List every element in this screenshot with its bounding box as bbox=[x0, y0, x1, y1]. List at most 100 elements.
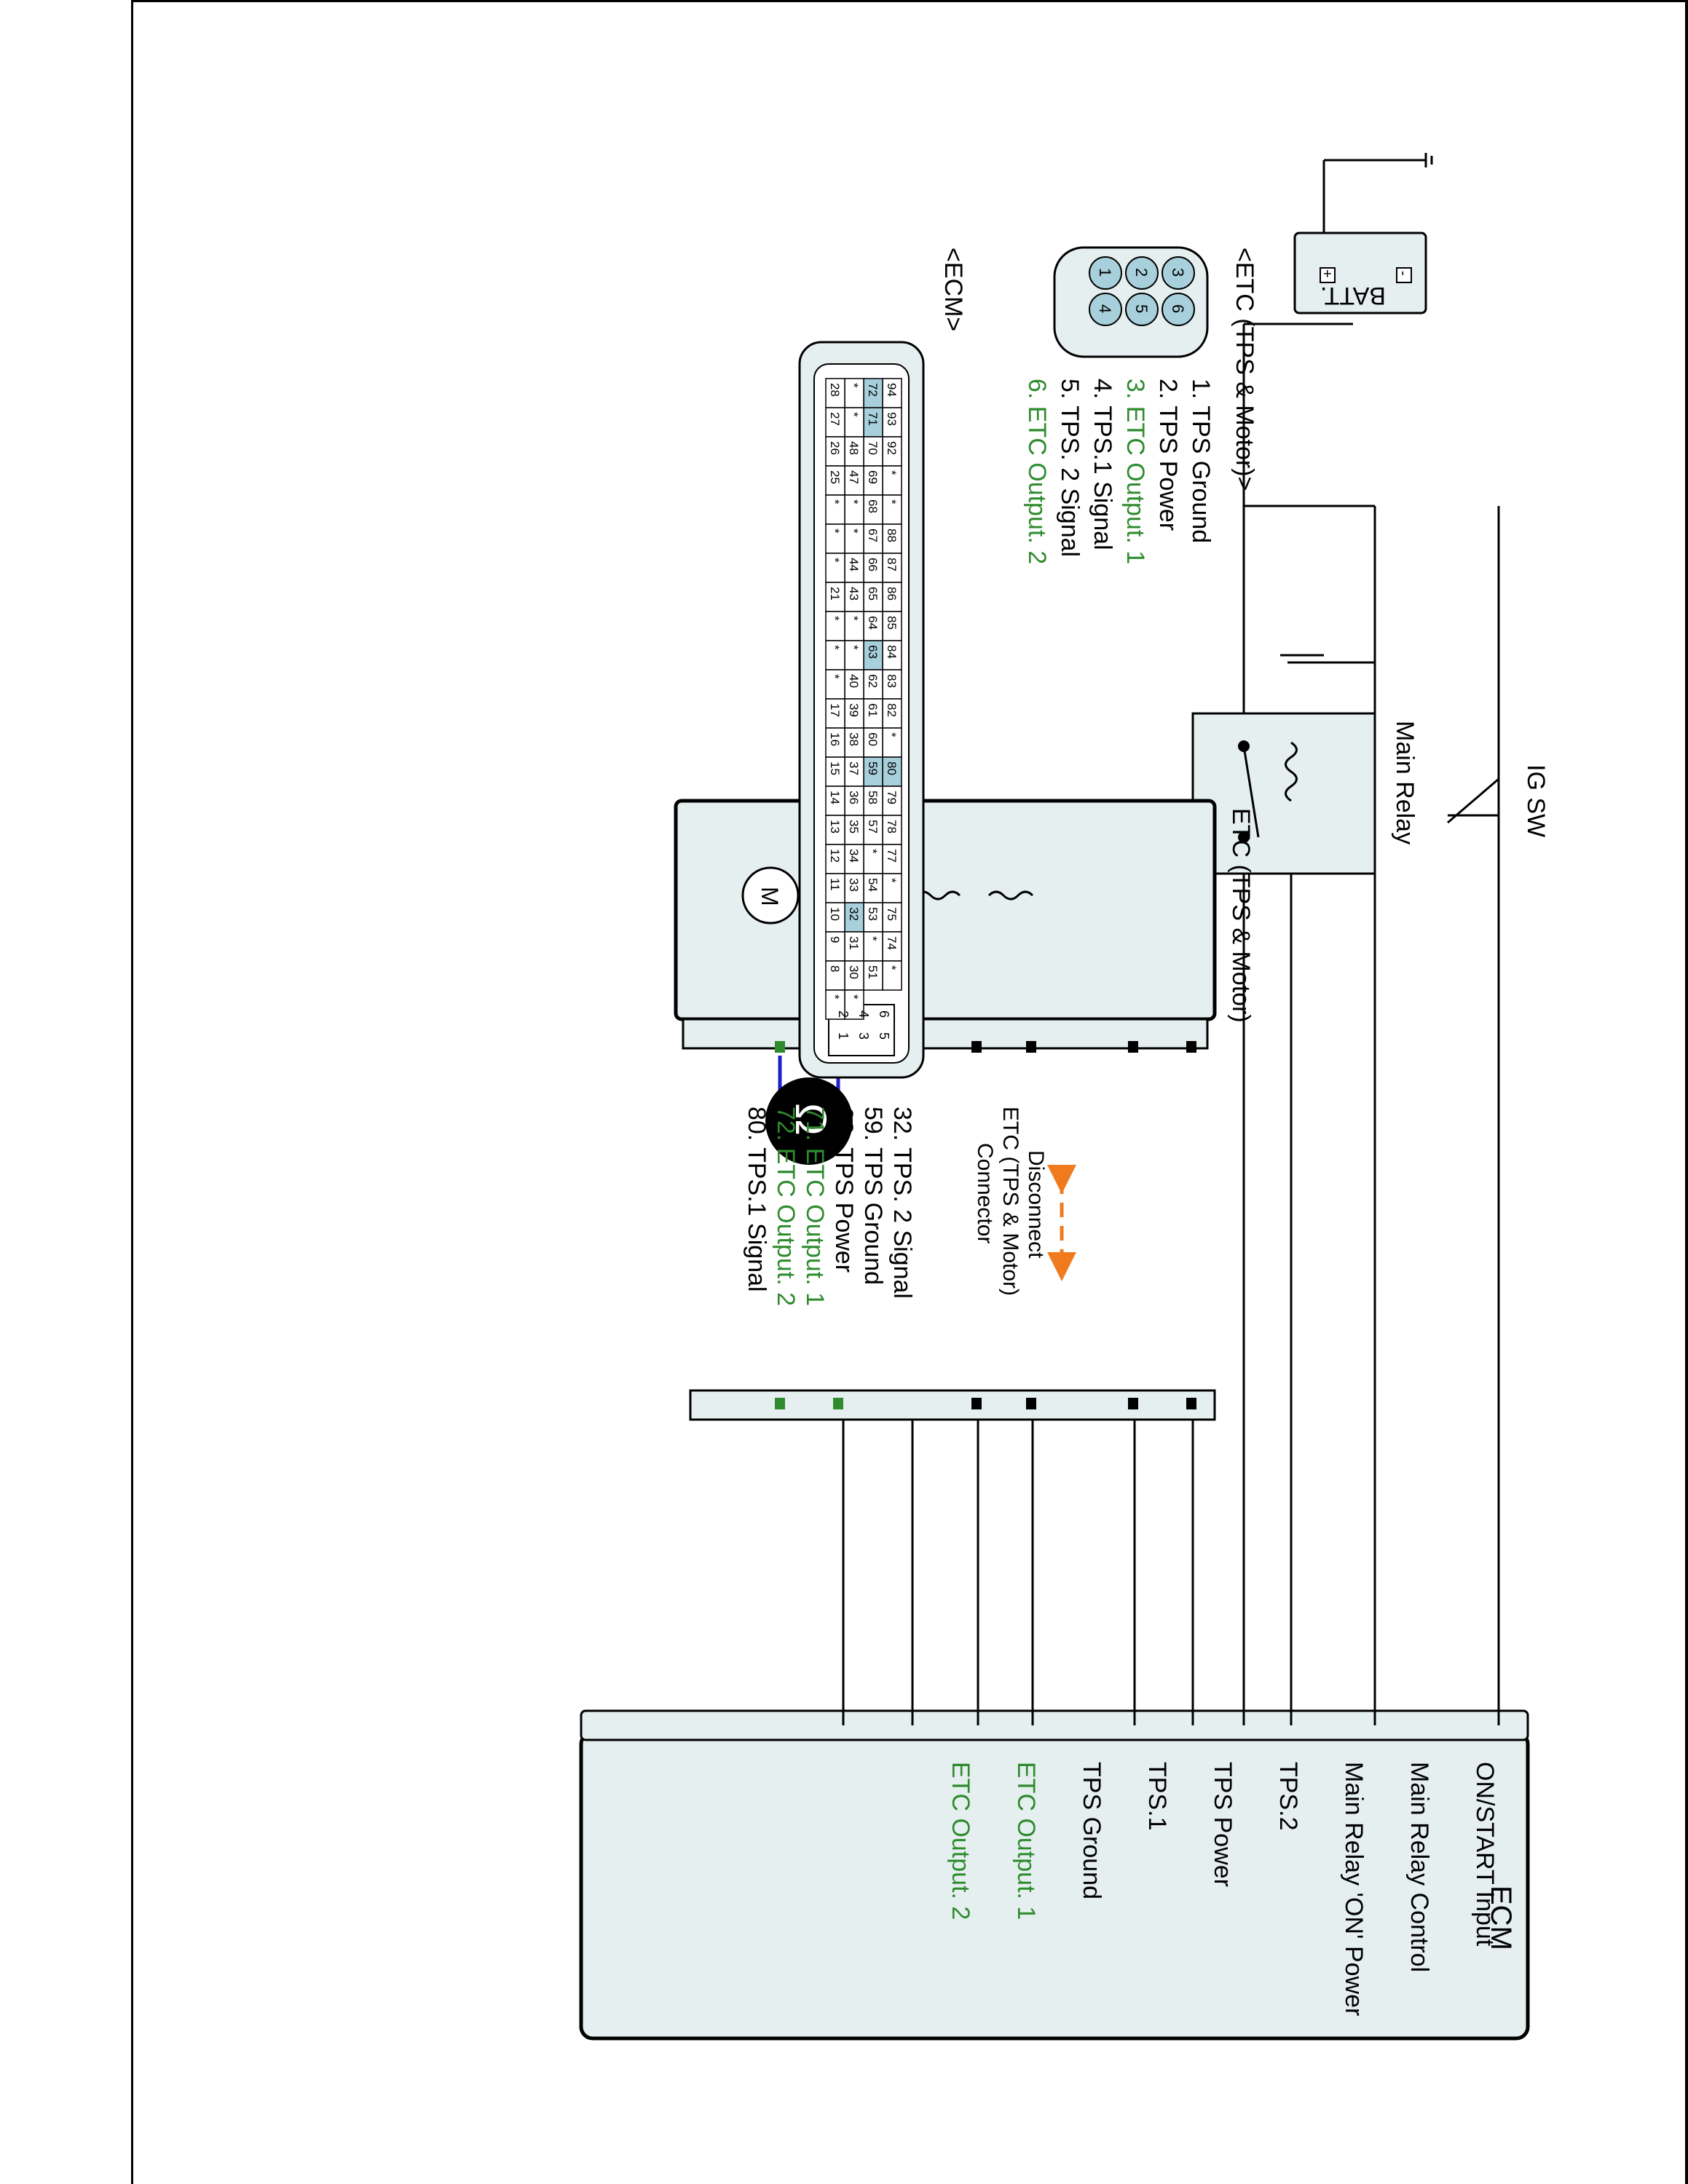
ecm-pin-label: * bbox=[885, 470, 899, 475]
ecm-pin-label: 27 bbox=[828, 412, 842, 426]
ecm-connector-pins: 32. TPS. 2 Signal 59. TPS Ground 63. TPS… bbox=[743, 1107, 916, 1306]
ecm-pin-label: 86 bbox=[885, 587, 899, 601]
ecm-pin-label: 68 bbox=[866, 499, 880, 513]
ecm-small-pin-label: 2 bbox=[836, 1010, 851, 1018]
etc-pin-desc-1: 1. TPS Ground bbox=[1187, 379, 1215, 543]
motor-icon bbox=[741, 866, 800, 925]
ecm-box: ECM bbox=[579, 1709, 1530, 2041]
ecm-pin-label: 60 bbox=[866, 732, 880, 746]
ecm-pin-label: 36 bbox=[847, 791, 861, 804]
etc-pin-circles: 3 2 1 6 5 4 bbox=[1089, 256, 1195, 326]
relay-contact-icon bbox=[1242, 745, 1260, 838]
ecm-pin-label: 69 bbox=[866, 470, 880, 484]
relay-coil-icon bbox=[1285, 741, 1298, 802]
ecm-pin-label: 62 bbox=[866, 674, 880, 688]
ecm-pin-label: 51 bbox=[866, 965, 880, 979]
ecm-pin-label: 92 bbox=[885, 441, 899, 455]
battery: BATT. - + bbox=[1293, 153, 1433, 314]
ecm-pin-label: 37 bbox=[847, 761, 861, 775]
etc-pin-5: 5 bbox=[1132, 304, 1151, 313]
ecm-pin-label: 70 bbox=[866, 441, 880, 455]
ecm-signal-tps1: TPS.1 bbox=[1143, 1762, 1171, 1830]
ecm-signal-tps2: TPS.2 bbox=[1274, 1762, 1302, 1830]
ecm-signal-etc-output2: ETC Output. 2 bbox=[947, 1762, 974, 1920]
ecm-pin-cell bbox=[825, 989, 845, 1020]
ecm-signal-relay-on-power: Main Relay 'ON' Power bbox=[1340, 1762, 1368, 2016]
jumper: Ω bbox=[765, 1056, 853, 1165]
ecm-pin-label: 64 bbox=[866, 616, 880, 630]
main-relay-label: Main Relay bbox=[1391, 721, 1419, 844]
main-relay: Main Relay bbox=[1191, 712, 1419, 875]
etc-pin-desc-2: 2. TPS Power bbox=[1154, 379, 1182, 531]
etc-pin-desc-6: 6. ETC Output. 2 bbox=[1023, 379, 1051, 564]
ecm-pin-label: 28 bbox=[828, 383, 842, 397]
ecm-pin-desc-32: 32. TPS. 2 Signal bbox=[888, 1107, 916, 1299]
ohm-meter-icon bbox=[765, 1077, 853, 1165]
ohm-glyph: Ω bbox=[786, 1103, 835, 1136]
ecm-pin-label: 26 bbox=[828, 441, 842, 455]
etc-pin-1: 1 bbox=[1096, 268, 1114, 277]
ecm-pin-label: 72 bbox=[866, 383, 880, 397]
ecm-pin-label: 87 bbox=[885, 558, 899, 571]
ecm-pin-label: 8 bbox=[828, 965, 842, 972]
ecm-pin-desc-80: 80. TPS.1 Signal bbox=[743, 1107, 770, 1292]
ecm-signal-relay-control: Main Relay Control bbox=[1405, 1762, 1433, 1972]
etc-pin-desc-3: 3. ETC Output. 1 bbox=[1121, 379, 1149, 564]
battery-label: BATT. bbox=[1320, 282, 1386, 309]
ecm-signal-on-start: ON/START Input bbox=[1471, 1762, 1499, 1947]
ecm-pin-label: 57 bbox=[866, 820, 880, 834]
ecm-pin-label: 13 bbox=[828, 820, 842, 834]
etc-pin-2: 2 bbox=[1132, 268, 1151, 277]
disconnect-line2: ETC (TPS & Motor) bbox=[998, 1107, 1022, 1296]
ecm-pin-label: 58 bbox=[866, 791, 880, 804]
ecm-pin-label: 30 bbox=[847, 965, 861, 979]
ecm-pin-label: 65 bbox=[866, 587, 880, 601]
ecm-pin-label: 33 bbox=[847, 878, 861, 892]
ecm-pin-desc-72: 72. ETC Output. 2 bbox=[772, 1107, 800, 1306]
ecm-pin-label: * bbox=[828, 645, 842, 650]
ecm-pin-label: 43 bbox=[847, 587, 861, 601]
motor-label: M bbox=[757, 887, 783, 906]
ecm-pin-label: 48 bbox=[847, 441, 861, 455]
harness-connector bbox=[689, 1389, 1216, 1421]
ecm-pin-label: 63 bbox=[866, 645, 880, 659]
ecm-pin-label: 15 bbox=[828, 761, 842, 775]
ecm-pin-label: 71 bbox=[866, 412, 880, 426]
etc-pin-desc-5: 5. TPS. 2 Signal bbox=[1056, 379, 1084, 557]
ecm-pin-label: 83 bbox=[885, 674, 899, 688]
ecm-pin-label: 38 bbox=[847, 732, 861, 746]
disconnect-note: Disconnect ETC (TPS & Motor) Connector bbox=[973, 1107, 1076, 1296]
ecm-pin-label: 94 bbox=[885, 383, 899, 397]
etc-connector-title: <ETC (TPS & Motor)> bbox=[1231, 248, 1258, 491]
ecm-pin-label: 82 bbox=[885, 703, 899, 717]
ecm-pin-label: 80 bbox=[885, 761, 899, 775]
ecm-pin-label: 34 bbox=[847, 849, 861, 863]
ig-switch: IG SW bbox=[1447, 764, 1550, 837]
ecm-pin-label: * bbox=[847, 616, 861, 621]
ecm-pin-label: 61 bbox=[866, 703, 880, 717]
ecm-pin-label: 39 bbox=[847, 703, 861, 717]
etc-pin-desc-4: 4. TPS.1 Signal bbox=[1089, 379, 1116, 550]
potentiometer-icon bbox=[987, 890, 1034, 901]
ecm-pin-label: 44 bbox=[847, 558, 861, 571]
ecm-pin-label: * bbox=[828, 558, 842, 563]
disconnect-line1: Disconnect bbox=[1024, 1150, 1048, 1259]
ecm-signal-etc-output1: ETC Output. 1 bbox=[1012, 1762, 1040, 1920]
ecm-pin-label: 21 bbox=[828, 587, 842, 601]
top-border bbox=[131, 0, 1688, 2]
ecm-pin-desc-63: 63. TPS Power bbox=[830, 1107, 858, 1273]
ecm-pin-label: * bbox=[866, 849, 880, 854]
ig-switch-label: IG SW bbox=[1522, 764, 1550, 837]
ecm-pin-label: 59 bbox=[866, 761, 880, 775]
ecm-pin-label: 88 bbox=[885, 529, 899, 542]
ecm-pin-label: 47 bbox=[847, 470, 861, 484]
ecm-pin-label: 17 bbox=[828, 703, 842, 717]
ecm-pin-grid: 949392**88878685848382*80797877*7574*727… bbox=[825, 378, 902, 1040]
ecm-pin-desc-59: 59. TPS Ground bbox=[859, 1107, 887, 1285]
ecm-pin-label: 79 bbox=[885, 791, 899, 804]
ecm-pin-label: 75 bbox=[885, 907, 899, 921]
ecm-pin-label: 14 bbox=[828, 791, 842, 804]
ecm-pin-label: * bbox=[847, 499, 861, 505]
ecm-pin-label: 78 bbox=[885, 820, 899, 834]
